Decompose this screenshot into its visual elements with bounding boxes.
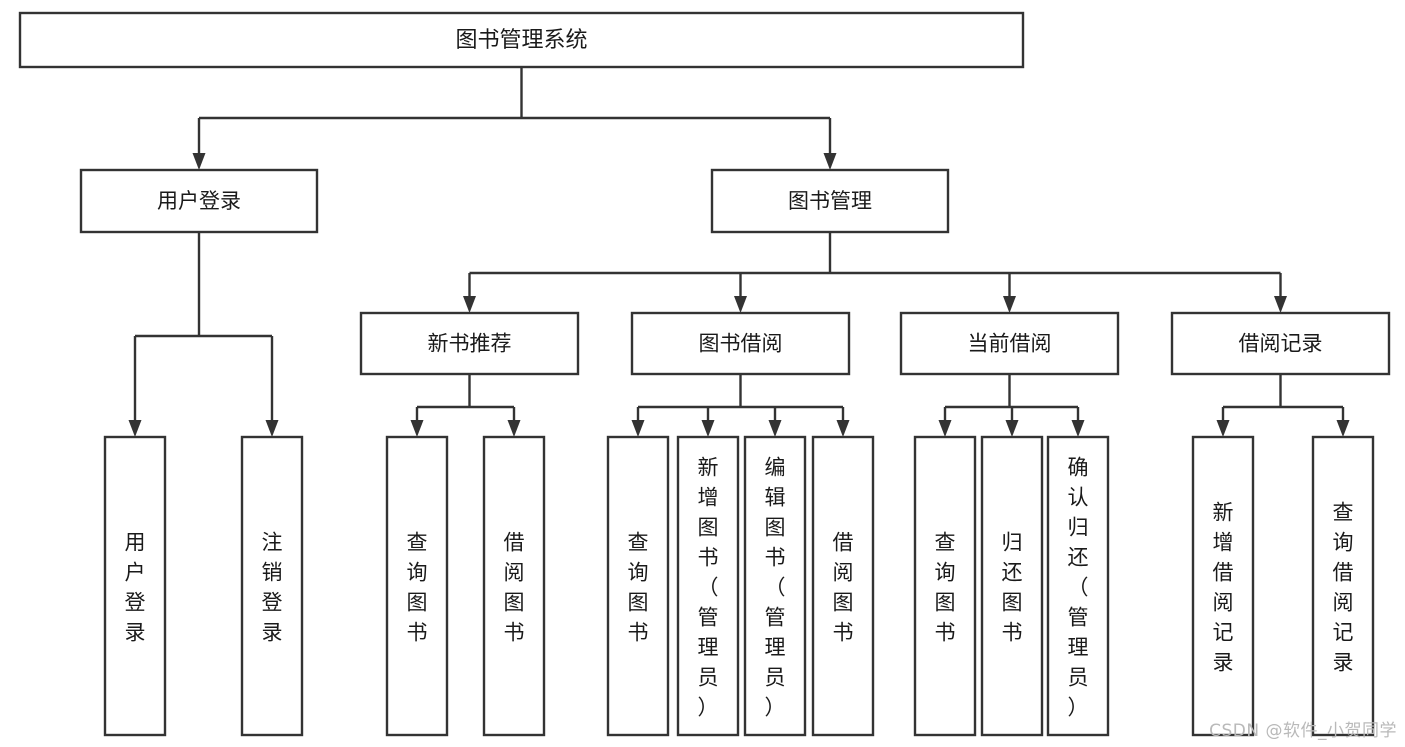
node-root-system-box	[18, 11, 1025, 69]
connector-group	[197, 67, 832, 153]
connector-arrow-icon	[1216, 420, 1230, 437]
node-borrow-record-box	[1170, 311, 1391, 376]
node-leaf-borrow-book-label: 借阅图书	[833, 530, 854, 644]
node-leaf-add-record-box	[1191, 435, 1255, 737]
connector-group	[943, 374, 1080, 420]
node-leaf-borrow-book-rec[interactable]: 借阅图书	[482, 435, 546, 737]
node-leaf-query-book-rec-box	[385, 435, 449, 737]
connector-arrow-icon	[410, 420, 424, 437]
node-leaf-query-book-rec-label: 查询图书	[407, 530, 428, 644]
node-leaf-query-record[interactable]: 查询借阅记录	[1311, 435, 1375, 737]
node-leaf-borrow-book[interactable]: 借阅图书	[811, 435, 875, 737]
node-leaf-return-book[interactable]: 归还图书	[980, 435, 1044, 737]
connector-arrow-icon	[938, 420, 952, 437]
connector-arrow-icon	[631, 420, 645, 437]
connector-group	[1221, 374, 1345, 420]
node-leaf-query-book-cur-box	[913, 435, 977, 737]
node-leaf-query-book-cur-label: 查询图书	[935, 530, 956, 644]
node-leaf-logout[interactable]: 注销登录	[240, 435, 304, 737]
node-leaf-edit-book-label: 编辑图书（管理员）	[765, 455, 786, 719]
connector-arrow-icon	[192, 153, 206, 170]
node-leaf-user-login-box	[103, 435, 167, 737]
node-user-login-box	[79, 168, 319, 234]
node-leaf-query-book-rec[interactable]: 查询图书	[385, 435, 449, 737]
node-leaf-confirm-return-box	[1046, 435, 1110, 737]
node-leaf-user-login[interactable]: 用户登录	[103, 435, 167, 737]
node-new-book-rec-label: 新书推荐	[428, 332, 512, 356]
node-leaf-confirm-return[interactable]: 确认归还（管理员）	[1046, 435, 1110, 737]
connector-arrow-icon	[1003, 296, 1016, 313]
node-leaf-add-record[interactable]: 新增借阅记录	[1191, 435, 1255, 737]
connector-arrow-icon	[1071, 420, 1085, 437]
node-book-borrow-label: 图书借阅	[699, 332, 783, 356]
node-leaf-borrow-book-rec-label: 借阅图书	[504, 530, 525, 644]
connector-arrow-icon	[1336, 420, 1350, 437]
node-leaf-query-record-label: 查询借阅记录	[1333, 500, 1354, 674]
node-leaf-borrow-book-rec-box	[482, 435, 546, 737]
node-book-manage[interactable]: 图书管理	[710, 168, 950, 234]
connector-arrow-icon	[507, 420, 521, 437]
node-leaf-query-record-box	[1311, 435, 1375, 737]
connector-arrow-icon	[734, 296, 747, 313]
connector-arrow-icon	[701, 420, 715, 437]
node-book-manage-label: 图书管理	[788, 189, 872, 213]
node-leaf-query-book-cur[interactable]: 查询图书	[913, 435, 977, 737]
node-user-login[interactable]: 用户登录	[79, 168, 319, 234]
node-leaf-return-book-box	[980, 435, 1044, 737]
connector-group	[468, 232, 1282, 296]
node-borrow-record-label: 借阅记录	[1239, 332, 1323, 356]
node-leaf-logout-label: 注销登录	[262, 530, 283, 644]
node-root-system[interactable]: 图书管理系统	[18, 11, 1025, 69]
node-leaf-edit-book-box	[743, 435, 807, 737]
node-leaf-logout-box	[240, 435, 304, 737]
connector-group	[636, 374, 845, 420]
connector-arrow-icon	[128, 420, 142, 437]
node-leaf-return-book-label: 归还图书	[1002, 530, 1023, 644]
node-leaf-borrow-book-box	[811, 435, 875, 737]
node-book-borrow[interactable]: 图书借阅	[630, 311, 851, 376]
connector-arrow-icon	[463, 296, 476, 313]
node-leaf-query-book-borrow[interactable]: 查询图书	[606, 435, 670, 737]
node-leaf-user-login-label: 用户登录	[125, 530, 146, 644]
connector-arrow-icon	[836, 420, 850, 437]
node-leaf-add-book[interactable]: 新增图书（管理员）	[676, 435, 740, 737]
node-leaf-query-book-borrow-label: 查询图书	[628, 530, 649, 644]
node-borrow-record[interactable]: 借阅记录	[1170, 311, 1391, 376]
node-book-manage-box	[710, 168, 950, 234]
connector-arrow-icon	[768, 420, 782, 437]
node-new-book-rec[interactable]: 新书推荐	[359, 311, 580, 376]
node-leaf-edit-book[interactable]: 编辑图书（管理员）	[743, 435, 807, 737]
node-book-borrow-box	[630, 311, 851, 376]
node-current-borrow-box	[899, 311, 1120, 376]
node-root-system-label: 图书管理系统	[455, 28, 587, 53]
node-leaf-query-book-borrow-box	[606, 435, 670, 737]
node-leaf-add-book-box	[676, 435, 740, 737]
connector-arrow-icon	[823, 153, 837, 170]
connector-arrow-icon	[1274, 296, 1287, 313]
csdn-watermark: CSDN @软件_小贺同学	[1209, 721, 1397, 741]
node-new-book-rec-box	[359, 311, 580, 376]
connector-arrow-icon	[265, 420, 279, 437]
connector-group	[415, 374, 516, 420]
node-leaf-add-book-label: 新增图书（管理员）	[698, 455, 719, 719]
node-leaf-confirm-return-label: 确认归还（管理员）	[1068, 455, 1089, 719]
node-user-login-label: 用户登录	[157, 189, 241, 213]
node-current-borrow[interactable]: 当前借阅	[899, 311, 1120, 376]
node-current-borrow-label: 当前借阅	[968, 332, 1052, 356]
node-leaf-add-record-label: 新增借阅记录	[1213, 500, 1234, 674]
connector-group	[133, 232, 274, 420]
connector-arrow-icon	[1005, 420, 1019, 437]
